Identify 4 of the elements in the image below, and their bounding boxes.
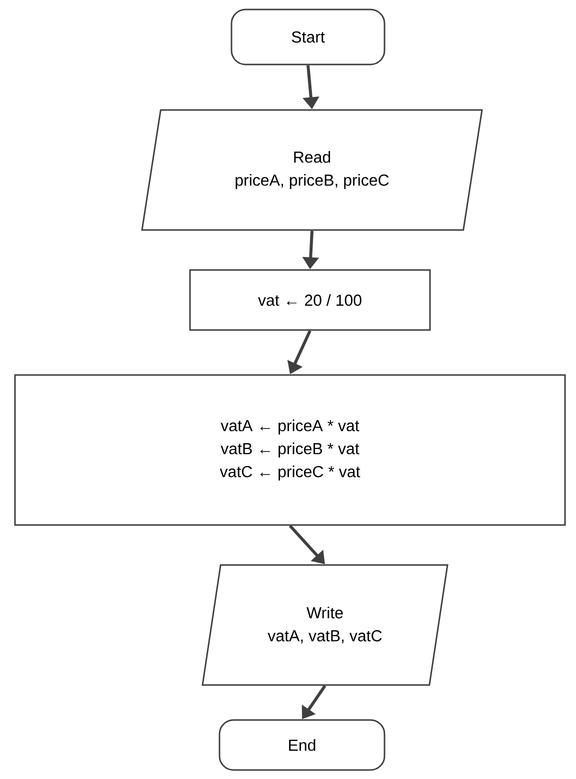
process-box: vatA ← priceA * vat vatB ← priceB * vat vatC ← priceC * vat (14, 374, 566, 526)
process-box: vat ← 20 / 100 (189, 269, 431, 331)
output-parallelogram: Write vatA, vatB, vatC (202, 564, 448, 686)
input-parallelogram: Read priceA, priceB, priceC (141, 109, 483, 231)
